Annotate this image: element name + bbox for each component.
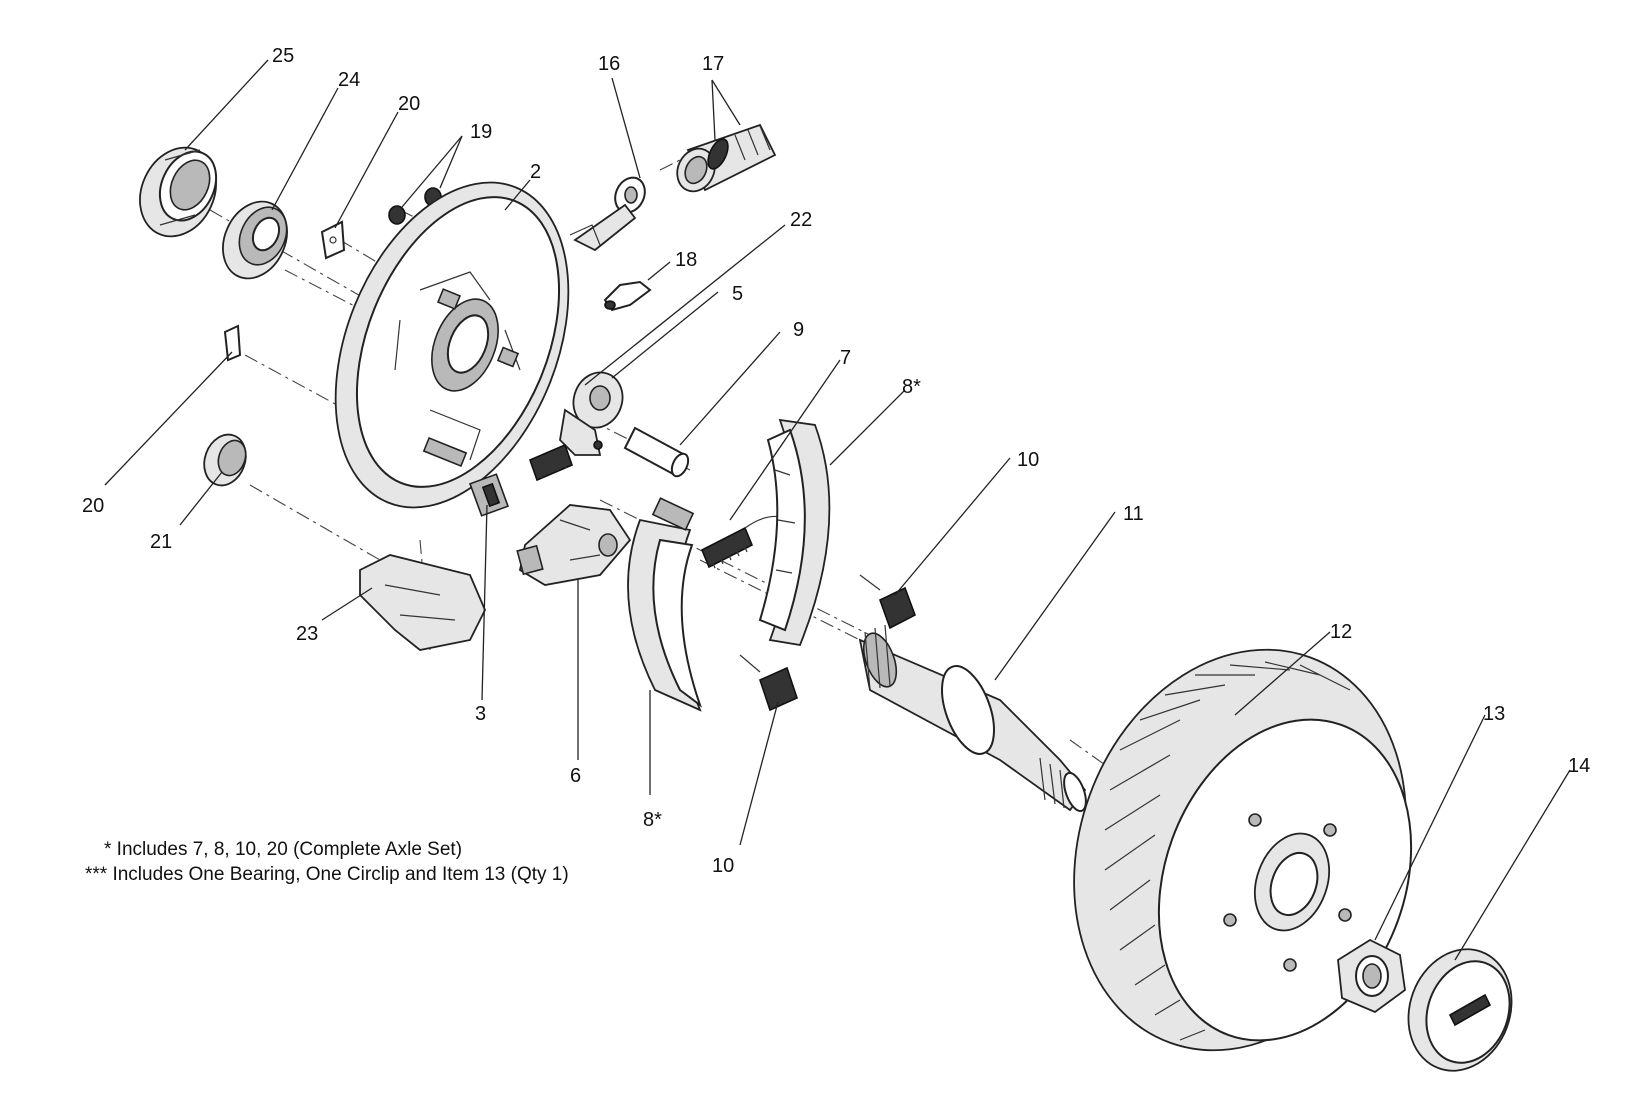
part-21-needle-bearing [203, 433, 247, 487]
label-16: 16 [598, 53, 620, 75]
label-19: 19 [470, 121, 492, 143]
part-14-dust-cap [1407, 948, 1513, 1072]
part-24-bearing [222, 200, 288, 280]
label-14: 14 [1568, 755, 1590, 777]
part-7-brake-shoe-upper [758, 418, 831, 647]
label-20-top: 20 [398, 93, 420, 115]
callout-labels: 25 24 20 19 2 16 17 22 18 5 9 7 8* 10 11… [82, 45, 1590, 877]
label-12: 12 [1330, 621, 1352, 643]
part-10-hold-down-spring-lower [739, 654, 798, 712]
label-7: 7 [840, 347, 851, 369]
label-13: 13 [1483, 703, 1505, 725]
part-3-adjuster [469, 473, 509, 517]
part-25-bearing-cup [139, 146, 218, 238]
label-3: 3 [475, 703, 486, 725]
part-5-cam-lever [559, 371, 624, 456]
label-21: 21 [150, 531, 172, 553]
part-20-clip-top [320, 220, 346, 260]
drum-cooling-fins [1104, 661, 1351, 1041]
label-8-lower: 8* [643, 809, 662, 831]
part-16-lever [569, 176, 646, 252]
label-22: 22 [790, 209, 812, 231]
part-20-clip-left [223, 324, 242, 362]
part-17-cylinder [676, 123, 777, 193]
label-11: 11 [1123, 503, 1144, 525]
part-2-backing-plate [334, 181, 570, 509]
label-10-upper: 10 [1017, 449, 1039, 471]
part-13-hub-nut [1337, 938, 1406, 1014]
part-6-anchor-block [516, 504, 632, 586]
label-17: 17 [702, 53, 724, 75]
label-5: 5 [732, 283, 743, 305]
footnote-complete-axle-set: * Includes 7, 8, 10, 20 (Complete Axle S… [104, 839, 462, 860]
label-6: 6 [570, 765, 581, 787]
label-24: 24 [338, 69, 360, 91]
label-23: 23 [296, 623, 318, 645]
part-23-cover-plate [359, 554, 486, 651]
label-20-left: 20 [82, 495, 104, 517]
label-18: 18 [675, 249, 697, 271]
leader-lines [104, 59, 1571, 961]
part-shoe-return-spring [700, 515, 791, 569]
footnote-bearing-circlip: *** Includes One Bearing, One Circlip an… [85, 864, 569, 885]
part-22-spring [528, 443, 574, 482]
footnotes: * Includes 7, 8, 10, 20 (Complete Axle S… [85, 839, 569, 885]
label-9: 9 [793, 319, 804, 341]
label-10-lower: 10 [712, 855, 734, 877]
part-18-spring-clip [603, 280, 652, 312]
label-2: 2 [530, 161, 541, 183]
part-11-stub-axle [858, 624, 1087, 813]
part-12-brake-drum [1073, 648, 1413, 1052]
label-8-upper: 8* [902, 376, 921, 398]
part-9-pin [623, 426, 690, 478]
label-25: 25 [272, 45, 294, 67]
part-8-brake-shoe-lower [627, 497, 703, 712]
part-10-hold-down-spring-upper [859, 574, 916, 630]
